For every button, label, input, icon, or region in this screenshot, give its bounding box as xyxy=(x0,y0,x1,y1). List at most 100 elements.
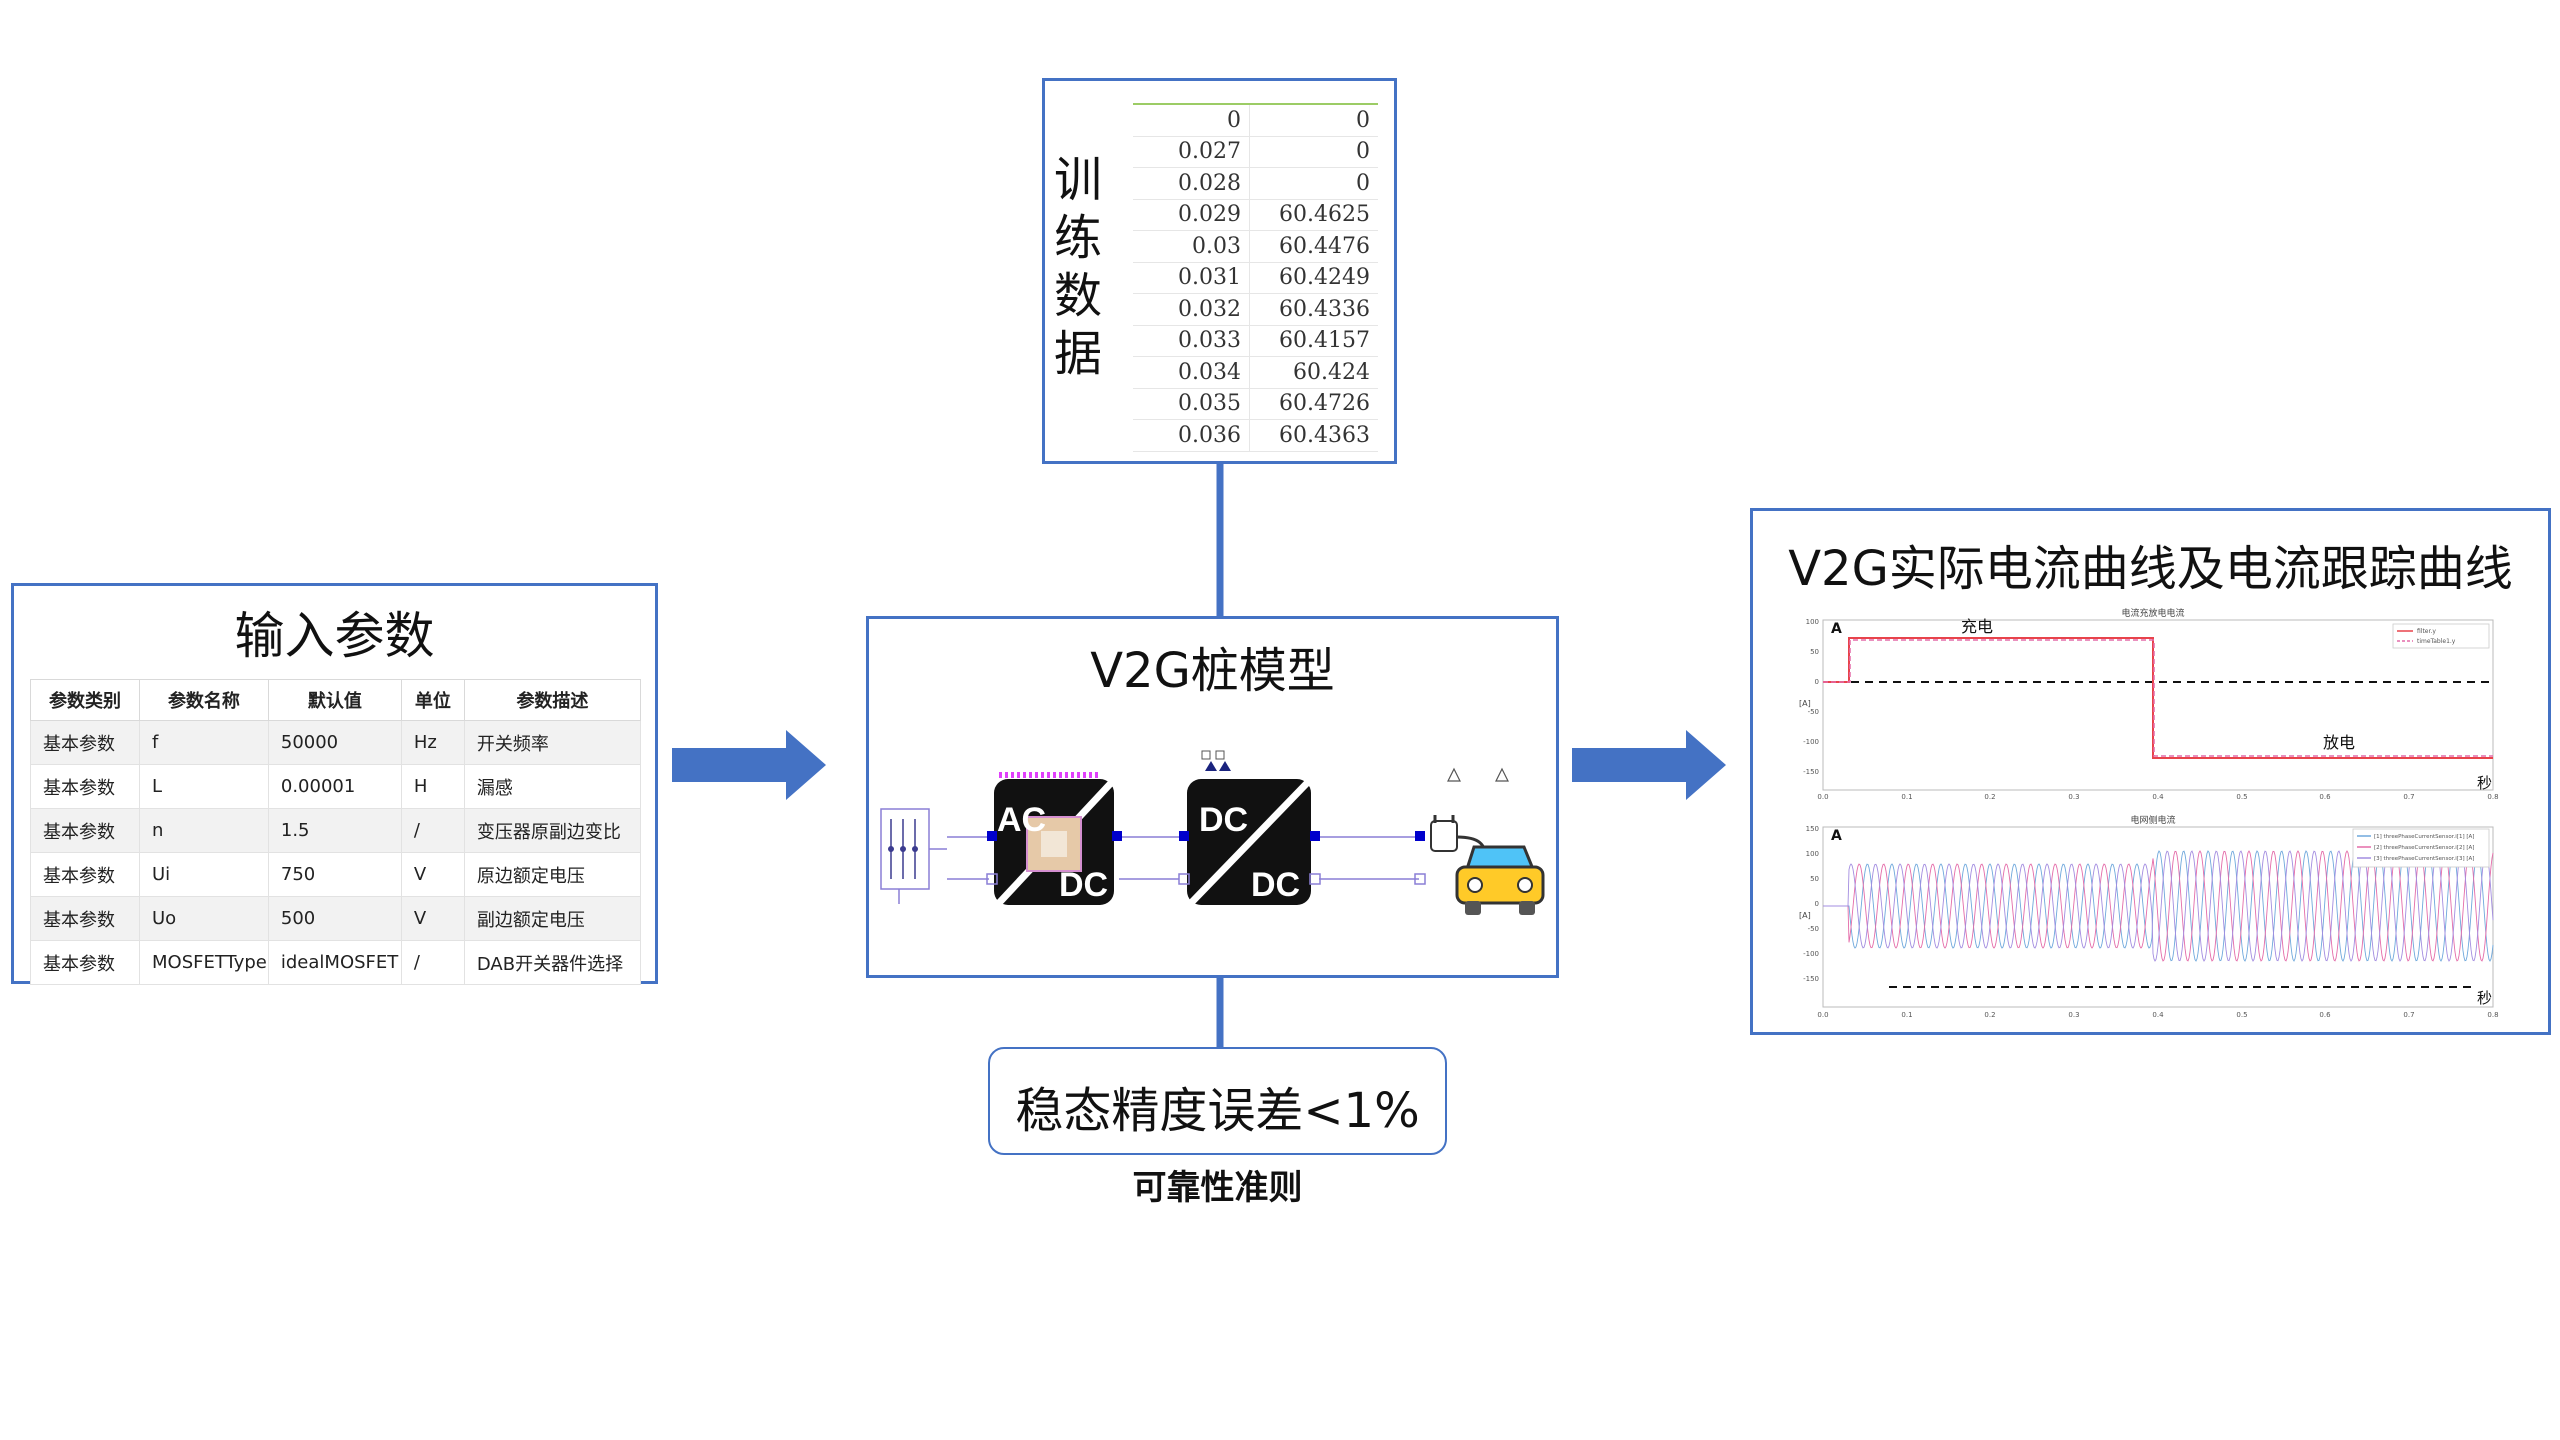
ac-dc-converter-icon xyxy=(986,772,1122,906)
x-tick-label: 0.7 xyxy=(2403,1011,2414,1019)
model-title: V2G桩模型 xyxy=(1090,643,1335,699)
table-cell: 变压器原副边变比 xyxy=(463,808,642,853)
time-cell: 0.029 xyxy=(1133,199,1250,231)
accuracy-panel: 稳态精度误差<1% xyxy=(988,1047,1447,1155)
param-table: 参数类别 参数名称 默认值 单位 参数描述 基本参数 f 50000 Hz 开关… xyxy=(30,679,642,985)
accuracy-text: 稳态精度误差<1% xyxy=(1015,1083,1420,1139)
chart1-legend: filter.y timeTable1.y xyxy=(2392,623,2490,649)
x-tick-label: 0.6 xyxy=(2319,793,2331,801)
table-cell: 50000 xyxy=(267,720,402,765)
value-cell: 60.4157 xyxy=(1249,325,1378,357)
table-cell: 副边额定电压 xyxy=(463,896,642,941)
dc-dc-converter-icon xyxy=(1178,750,1321,906)
input-params-title: 输入参数 xyxy=(234,607,435,665)
chart2-yticks: 150 100 50 0 -50 -100 -150 xyxy=(1803,825,1819,983)
y-tick-label: -50 xyxy=(1808,708,1819,716)
x-tick-label: 0.8 xyxy=(2487,793,2498,801)
y-tick-label: -100 xyxy=(1803,950,1819,958)
reliability-label: 可靠性准则 xyxy=(1132,1168,1303,1208)
header-cell: 单位 xyxy=(400,679,465,721)
table-row: 基本参数 Ui 750 V 原边额定电压 xyxy=(30,852,642,897)
chart1-x-unit: 秒 xyxy=(2477,774,2492,792)
chart1-plot-area xyxy=(1822,619,2494,791)
table-row: 基本参数 L 0.00001 H 漏感 xyxy=(30,764,642,809)
converter2-top-label: DC xyxy=(1199,801,1248,839)
y-tick-label: 150 xyxy=(1806,825,1819,833)
legend-entry: [2] threePhaseCurrentSensor.i[2] [A] xyxy=(2374,845,2474,851)
value-cell: 60.424 xyxy=(1249,356,1378,389)
table-cell: 基本参数 xyxy=(30,764,140,809)
table-cell: L xyxy=(139,764,269,809)
table-cell: 500 xyxy=(267,896,402,941)
header-cell: 参数描述 xyxy=(463,679,642,721)
table-cell: idealMOSFET xyxy=(267,940,402,985)
time-cell: 0.028 xyxy=(1133,167,1250,200)
phase-current-trace xyxy=(1823,850,2494,962)
x-tick-label: 0.2 xyxy=(1984,1011,1995,1019)
table-cell: 1.5 xyxy=(267,808,402,853)
x-tick-label: 0.4 xyxy=(2152,793,2164,801)
time-cell: 0.027 xyxy=(1133,136,1250,168)
table-cell: MOSFETType xyxy=(139,940,269,985)
time-cell: 0.032 xyxy=(1133,293,1250,326)
grid-source-icon xyxy=(880,808,947,904)
y-tick-label: 0 xyxy=(1815,678,1819,686)
y-tick-label: 50 xyxy=(1810,875,1819,883)
x-tick-label: 0.5 xyxy=(2236,1011,2247,1019)
result-title: V2G实际电流曲线及电流跟踪曲线 xyxy=(1788,541,2513,597)
current-trace-timetable xyxy=(1823,639,2493,757)
discharge-label: 放电 xyxy=(2323,733,2355,752)
table-cell: 基本参数 xyxy=(30,852,140,897)
grid-current-chart: 电网侧电流 A [A] 150 100 50 0 -50 -100 -150 秒… xyxy=(1799,814,2499,1019)
chart1-yticks: 100 50 0 -50 -100 -150 xyxy=(1803,618,1819,776)
label-char: 数 xyxy=(1053,268,1102,324)
table-cell: 750 xyxy=(267,852,402,897)
arrow-model-to-result xyxy=(1572,730,1726,800)
value-cell: 60.4336 xyxy=(1249,293,1378,326)
chart1-title: 电流充放电电流 xyxy=(2121,607,2184,619)
table-cell: f xyxy=(139,720,269,765)
chart2-xticks: 0.0 0.1 0.2 0.3 0.4 0.5 0.6 0.7 0.8 xyxy=(1817,1011,2498,1019)
x-tick-label: 0.6 xyxy=(2319,1011,2331,1019)
value-cell: 0 xyxy=(1249,136,1378,168)
v2g-model-panel: V2G桩模型 AC DC xyxy=(866,616,1559,978)
table-row: 基本参数 n 1.5 / 变压器原副边变比 xyxy=(30,808,642,853)
chart1-unit-label: A xyxy=(1831,621,1842,637)
table-cell: 开关频率 xyxy=(463,720,642,765)
chart2-legend: [1] threePhaseCurrentSensor.i[1] [A] [2]… xyxy=(2352,828,2490,868)
training-data-label: 训 练 数 据 xyxy=(1053,151,1103,383)
converter1-bottom-label: DC xyxy=(1059,866,1108,904)
value-cell: 60.4363 xyxy=(1249,419,1378,452)
label-char: 训 xyxy=(1053,152,1102,208)
y-tick-label: 50 xyxy=(1810,648,1819,656)
table-cell: Ui xyxy=(139,852,269,897)
value-cell: 60.4625 xyxy=(1249,199,1378,231)
time-cell: 0.036 xyxy=(1133,419,1250,452)
chart2-unit-label: A xyxy=(1831,828,1842,844)
chart2-ylabel: [A] xyxy=(1799,911,1811,920)
phase-current-trace xyxy=(1823,850,2494,962)
converter1-top-label: AC xyxy=(997,801,1046,839)
chart2-x-unit: 秒 xyxy=(2477,989,2492,1007)
x-tick-label: 0.8 xyxy=(2487,1011,2498,1019)
charge-label: 充电 xyxy=(1961,617,1993,636)
legend-entry: timeTable1.y xyxy=(2417,638,2456,645)
time-cell: 0.03 xyxy=(1133,230,1250,263)
value-cell: 60.4726 xyxy=(1249,388,1378,420)
table-row: 基本参数 f 50000 Hz 开关频率 xyxy=(30,720,642,765)
electric-vehicle-icon xyxy=(1414,767,1545,915)
current-trace-filter xyxy=(1823,637,2493,759)
x-tick-label: 0.3 xyxy=(2068,1011,2079,1019)
x-tick-label: 0.0 xyxy=(1817,793,1828,801)
y-tick-label: -150 xyxy=(1803,768,1819,776)
converter2-bottom-label: DC xyxy=(1251,866,1300,904)
x-tick-label: 0.1 xyxy=(1901,1011,1912,1019)
table-cell: 基本参数 xyxy=(30,808,140,853)
